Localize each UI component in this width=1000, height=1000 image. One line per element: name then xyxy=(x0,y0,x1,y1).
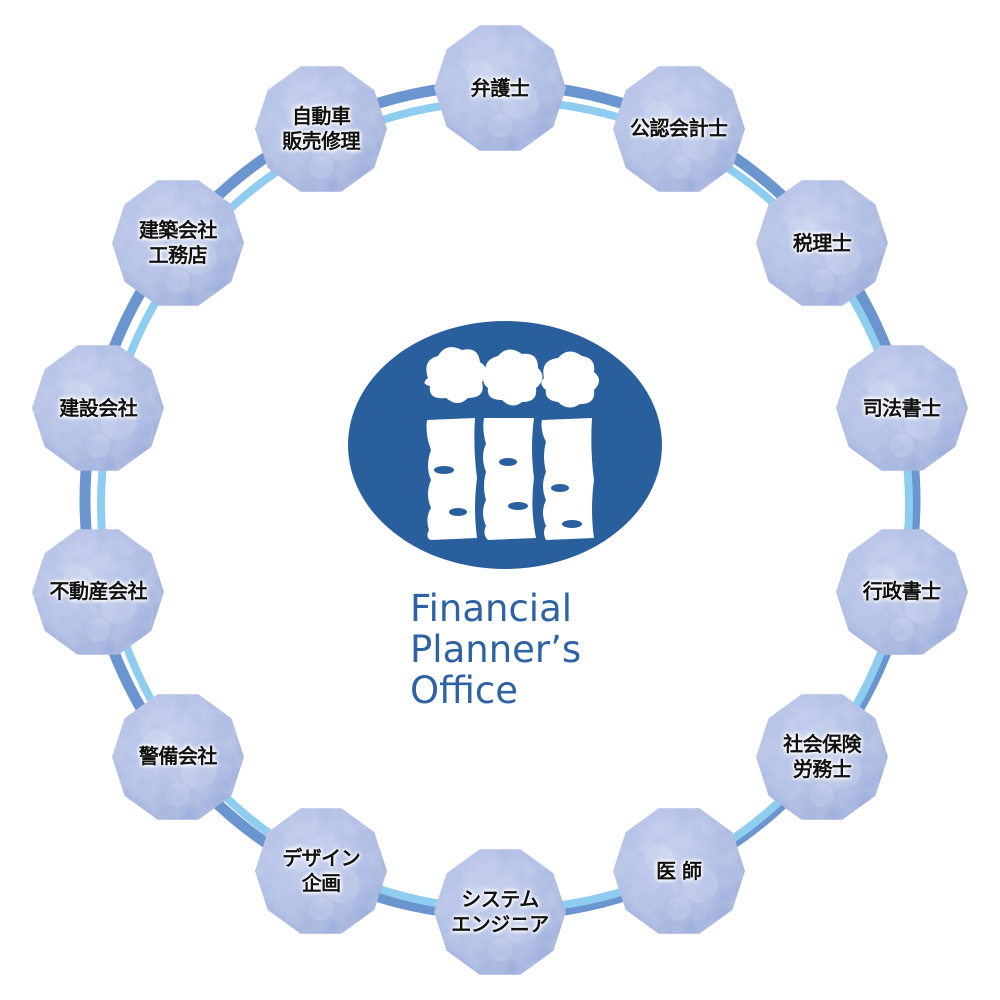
decagon-shape xyxy=(835,528,968,655)
node-label-line: 建設会社 xyxy=(59,395,138,420)
decagon-shape xyxy=(434,25,566,151)
node-label-line: 工務店 xyxy=(148,243,208,268)
node-label: デザイン企画 xyxy=(253,803,389,939)
node-label-line: 建築会社 xyxy=(138,218,218,243)
node-label-line: 司法書士 xyxy=(862,395,942,420)
node-label-line: デザイン xyxy=(282,846,361,871)
node-label-line: 不動産会社 xyxy=(49,579,148,604)
decagon-shape xyxy=(32,528,165,655)
logo-line-1: Financial xyxy=(410,587,573,630)
node-sharoushi: 社会保険労務士 xyxy=(754,689,890,825)
decagon-shape xyxy=(255,65,388,192)
node-ishi: 医 師 xyxy=(611,803,747,939)
decagon-shape xyxy=(111,694,244,820)
logo-line-2: Planner’s xyxy=(410,628,582,671)
node-jidousha: 自動車販売修理 xyxy=(253,61,389,197)
node-design-kikaku: デザイン企画 xyxy=(253,803,389,939)
node-label: 行政書士 xyxy=(834,524,970,660)
logo-wordmark: Financial Planner’s Office xyxy=(410,588,581,711)
node-kenchiku: 建築会社工務店 xyxy=(110,175,246,311)
node-label: 医 師 xyxy=(611,803,747,939)
three-figures-logo-icon xyxy=(348,321,662,569)
node-zeirishi: 税理士 xyxy=(754,175,890,311)
node-label-line: 弁護士 xyxy=(470,75,530,100)
node-label: 社会保険労務士 xyxy=(754,689,890,825)
decagon-shape xyxy=(756,694,889,820)
node-label: 税理士 xyxy=(754,175,890,311)
decagon-shape xyxy=(255,808,388,934)
node-label: 自動車販売修理 xyxy=(253,61,389,197)
node-kensetsu: 建設会社 xyxy=(30,340,166,476)
node-label: 警備会社 xyxy=(110,689,246,825)
decagon-shape xyxy=(835,345,968,472)
decagon-shape xyxy=(612,65,745,192)
node-label-line: エンジニア xyxy=(451,912,549,936)
node-kouninkaikeishi: 公認会計士 xyxy=(611,61,747,197)
node-label-line: 企画 xyxy=(301,871,342,896)
node-gyouseishoshi: 行政書士 xyxy=(834,524,970,660)
node-label: 建築会社工務店 xyxy=(110,175,246,311)
node-label: 弁護士 xyxy=(432,20,568,156)
node-label-line: 警備会社 xyxy=(138,744,218,769)
node-label: 不動産会社 xyxy=(30,524,166,660)
node-label-line: 販売修理 xyxy=(282,128,361,153)
decagon-shape xyxy=(32,345,165,472)
node-label: システムエンジニア xyxy=(432,844,568,980)
node-keibi: 警備会社 xyxy=(110,689,246,825)
node-label-line: 社会保険 xyxy=(783,731,862,756)
node-label-line: システム xyxy=(461,887,539,911)
node-label: 司法書士 xyxy=(834,340,970,476)
node-system-engineer: システムエンジニア xyxy=(432,844,568,980)
node-label-line: 行政書士 xyxy=(862,579,942,604)
node-bengoshi: 弁護士 xyxy=(432,20,568,156)
node-fudousan: 不動産会社 xyxy=(30,524,166,660)
node-label: 建設会社 xyxy=(30,340,166,476)
decagon-shape xyxy=(434,849,566,975)
logo-line-3: Office xyxy=(410,669,519,712)
node-label-line: 公認会計士 xyxy=(630,116,728,141)
decagon-shape xyxy=(111,180,244,306)
node-label-line: 自動車 xyxy=(291,103,351,128)
node-label-line: 医 師 xyxy=(656,858,702,883)
node-label: 公認会計士 xyxy=(611,61,747,197)
node-label-line: 労務士 xyxy=(792,756,852,781)
decagon-shape xyxy=(612,808,745,934)
decagon-shape xyxy=(756,180,889,306)
node-label-line: 税理士 xyxy=(792,230,852,255)
node-shihoushoshi: 司法書士 xyxy=(834,340,970,476)
